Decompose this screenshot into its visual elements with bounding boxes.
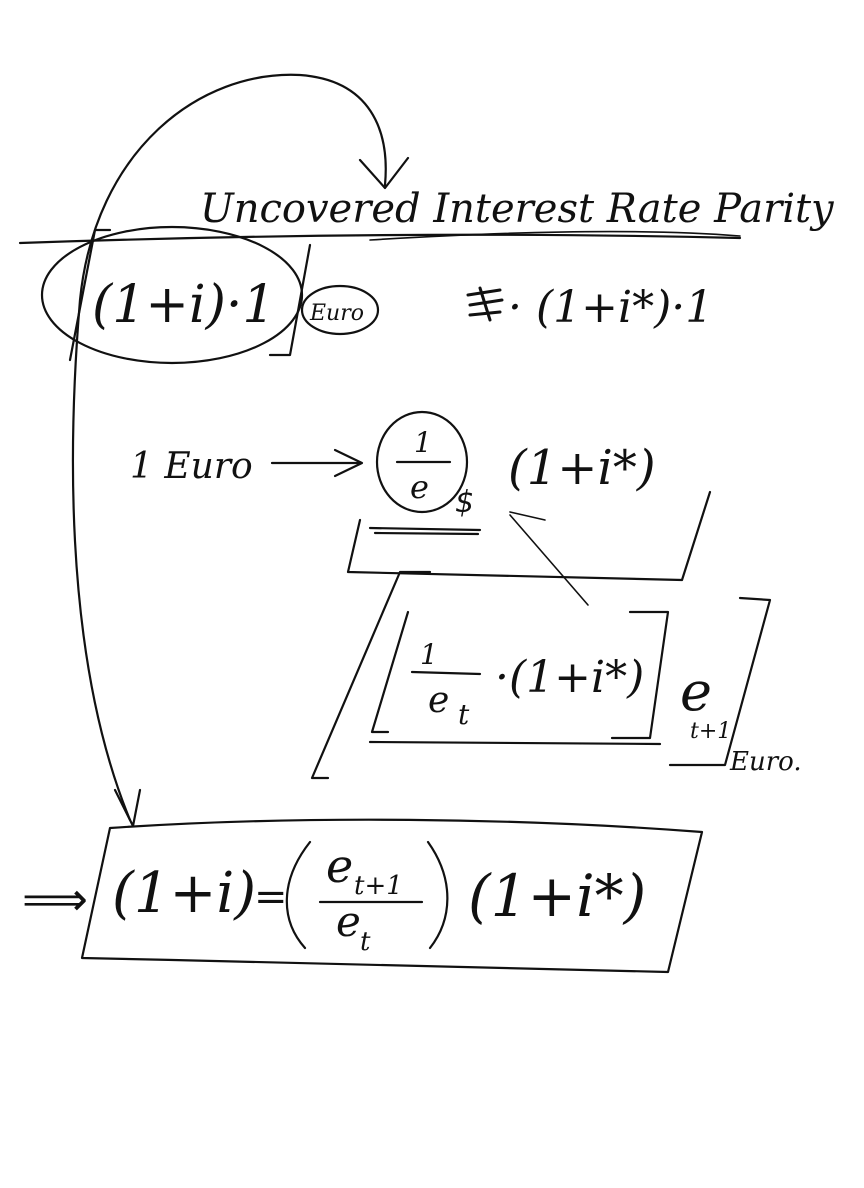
result-frac-numerator: e: [326, 839, 353, 893]
euro-tag-circle: [300, 284, 380, 336]
conversion-arrow: [270, 448, 364, 478]
loop-arrow-head: [358, 156, 410, 190]
result-box: [80, 818, 704, 974]
dollar-subscript: $: [455, 485, 474, 520]
line3-underline: [368, 740, 662, 746]
result-frac-denominator: e: [336, 897, 361, 946]
conversion-underline: [368, 526, 482, 536]
line3-numerator: 1: [420, 638, 438, 671]
conversion-denominator: e: [410, 468, 429, 506]
euro-tag: Euro: [309, 301, 364, 326]
line3-right-bracket: [668, 596, 772, 767]
result-frac-denominator-sub: t: [360, 927, 371, 957]
home-return-bracket-left: [68, 228, 112, 362]
implies-arrow: ⟹: [22, 872, 88, 926]
result-lhs: (1+i): [112, 861, 256, 926]
home-return-bracket-right: [268, 243, 312, 357]
line3-denominator-sub: t: [458, 698, 470, 731]
loop-arrow-head-bottom: [113, 788, 142, 828]
foreign-factor-line2: (1+i*): [508, 440, 656, 496]
line3-inner-bracket-left: [370, 610, 410, 734]
title-underline: [18, 233, 742, 245]
page-title: Uncovered Interest Rate Parity: [200, 186, 835, 232]
scribbled-symbol: [466, 286, 504, 322]
result-frac-paren-right: [426, 840, 449, 950]
line3-factor: ·(1+i*): [495, 652, 644, 703]
line3-unit: Euro.: [729, 747, 802, 777]
line3-outer-bracket: [310, 570, 432, 780]
loop-arrow: [71, 73, 387, 822]
result-equals: =: [254, 874, 288, 920]
line3-denominator: e: [428, 680, 449, 721]
one-euro-label: 1 Euro: [130, 446, 253, 487]
title-underline-2: [369, 230, 741, 241]
line3-fraction-bar: [410, 670, 482, 676]
result-rhs: (1+i*): [468, 862, 646, 930]
foreign-return-expression: · (1+i*)·1: [508, 282, 713, 333]
line3-inner-bracket-right: [610, 610, 670, 740]
conversion-numerator: 1: [414, 426, 432, 459]
conversion-circle: [375, 410, 469, 514]
line2-bracket: [346, 490, 712, 582]
line2-pointer: [509, 511, 589, 606]
result-frac-paren-left: [285, 840, 312, 950]
line3-reconvert-sub: t+1: [690, 719, 731, 744]
home-return-expression: (1+i)·1: [92, 275, 275, 335]
result-frac-numerator-sub: t+1: [354, 871, 403, 901]
line3-reconvert: e: [680, 660, 712, 723]
